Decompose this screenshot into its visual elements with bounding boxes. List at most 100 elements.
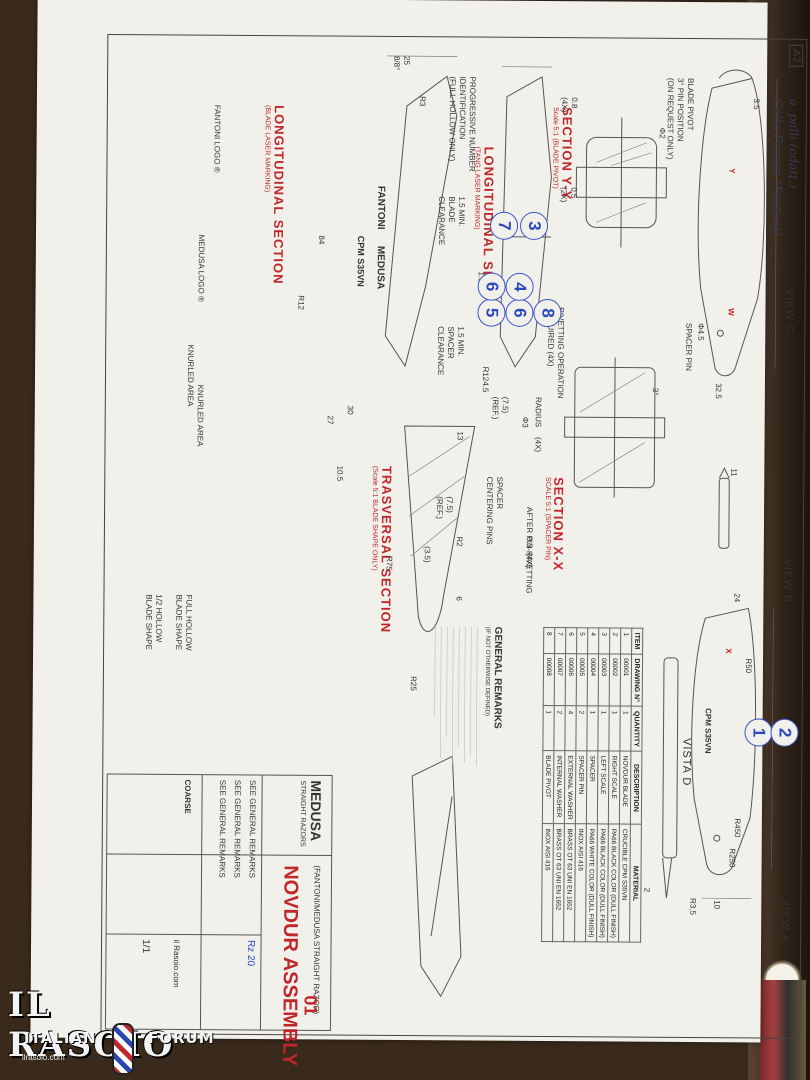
- dim-6: 6: [454, 596, 464, 601]
- note-centering-pins: CENTERING PINS: [484, 476, 495, 545]
- note-blade-shape: BLADE SHAPE: [174, 594, 184, 651]
- dim-3-5: 3.5: [751, 98, 761, 110]
- dim-2x: (2X): [559, 187, 569, 203]
- note-spacer-clearance-c: CLEARANCE: [436, 326, 446, 376]
- dim-151: 151: [767, 778, 777, 792]
- dim-r124-5: R124.5: [480, 366, 491, 393]
- dim-25: 25: [402, 56, 412, 65]
- title-block-tagline: STRAIGHT RAZORS: [298, 780, 307, 847]
- drawing-canvas: A2: [100, 33, 808, 1066]
- dim-r25: R25: [408, 676, 418, 691]
- dim-10: 10: [712, 900, 722, 910]
- note-on-request: (ON REQUEST ONLY): [665, 77, 676, 160]
- dim-173: 173: [771, 198, 781, 213]
- bom-cell: 6: [565, 627, 577, 654]
- note-knurled-1: KNURLED AREA: [185, 344, 196, 407]
- bubble-item-7: 7: [489, 211, 519, 240]
- bom-cell: 00005: [576, 653, 588, 707]
- handwritten-note-1: a. palli (adatt.): [786, 98, 801, 189]
- title-block-sheet: 1/1: [139, 939, 152, 954]
- bom-cell: 7: [554, 627, 566, 654]
- dim-ref-b: (REF.): [435, 496, 445, 519]
- title-block-see-remarks-3: SEE GENERAL REMARKS: [217, 779, 228, 878]
- dim-11: 11: [729, 468, 739, 477]
- dim-24: 24: [732, 593, 742, 603]
- note-knurled-2: KNURLED AREA: [195, 384, 205, 447]
- bubble-item-8: 8: [533, 298, 562, 328]
- dim-r250: R250: [727, 848, 737, 868]
- note-full-hollow-only: (FULL HOLLOW ONLY): [447, 76, 458, 162]
- title-block-company: MEDUSA: [307, 780, 325, 842]
- bubble-item-6a: 6: [505, 298, 534, 327]
- note-spacer-clearance-b: SPACER: [446, 326, 456, 359]
- mark-medusa: MEDUSA: [374, 245, 386, 290]
- bubble-item-2: 2: [770, 718, 799, 747]
- note-progressive: PROGRESSIVE NUMBER: [467, 76, 478, 172]
- dim-32-5: 32.5: [713, 383, 723, 399]
- bom-cell: 00004: [587, 653, 599, 707]
- view-b-tip: [718, 467, 730, 479]
- title-block-frame: [104, 773, 333, 1032]
- note-spacer-centering: SPACER: [495, 476, 505, 510]
- bom-cell: 1: [620, 628, 632, 654]
- line-drawing: [104, 55, 778, 1032]
- note-medusa-logo: MEDUSA LOGO ®: [196, 234, 206, 302]
- dim-r50: R50: [743, 658, 754, 674]
- trasversal-section-title: TRASVERSAL SECTION: [378, 465, 395, 634]
- bubble-item-4: 4: [505, 272, 534, 301]
- trasversal-section-outline: [404, 425, 476, 632]
- view-c-razor-outline: [697, 77, 765, 377]
- bom-header-row: ITEM DRAWING N° QUANTITY DESCRIPTION MAT…: [629, 628, 643, 943]
- bom-cell: 00006: [565, 653, 577, 707]
- note-blade-clearance-a: 1.5 MIN.: [457, 196, 467, 227]
- bom-cell: INTERNAL WASHER: [553, 750, 565, 824]
- vista-d-handle: [662, 657, 679, 859]
- bom-cell: 8: [543, 627, 555, 654]
- view-a-razor-outline: [691, 607, 757, 876]
- note-pin-position: 3° PIN POSITION: [675, 77, 686, 142]
- il-rasoio-watermark: IL RASOIO ITALIAN FORUM ilrasoio.com: [0, 985, 230, 1080]
- dim-r75: R75: [384, 555, 394, 571]
- note-blade-shape-2: BLADE SHAPE: [144, 594, 154, 650]
- general-remarks-lines: [434, 626, 478, 767]
- mark-y: Y: [727, 168, 737, 174]
- assembly-isometric: [411, 755, 462, 998]
- bom-cell: INOX AISI 416: [574, 824, 587, 943]
- bom-cell: 5: [576, 627, 588, 654]
- note-blade-clearance-c: CLEARANCE: [436, 196, 447, 246]
- dim-r3-5: R3.5: [688, 898, 698, 915]
- mark-fantoni: FANTONI: [375, 185, 387, 230]
- note-half-hollow: 1/2 HOLLOW: [154, 594, 164, 643]
- long-section-2-outline: [384, 75, 458, 368]
- label-view-b: VIEW B: [781, 558, 794, 604]
- bom-cell: PA66 BLACK COLOR (DULL FINISH): [596, 824, 609, 943]
- dim-r450: R450: [732, 818, 742, 838]
- long-section-2-title: LONGITUDINAL SECTION: [270, 105, 287, 285]
- view-b-razor: [718, 477, 730, 549]
- bom-header-description: DESCRIPTION: [630, 751, 642, 825]
- drawing-sheet: A2: [30, 0, 808, 1066]
- bom-cell: 00003: [598, 653, 610, 707]
- title-block-rev: 01: [300, 995, 321, 1016]
- dim-r3: R3: [417, 96, 427, 107]
- dim-27: 27: [325, 415, 335, 425]
- title-block-coarse: COARSE: [182, 779, 193, 814]
- bom-cell: 00002: [609, 653, 621, 707]
- watermark-right: FORUM: [148, 1029, 215, 1047]
- dim-30: 30: [345, 405, 355, 415]
- bom-cell: 1: [542, 705, 555, 751]
- bom-cell: 2: [609, 627, 621, 654]
- bom-cell: BRASS OT 63 UNI EN 1652: [563, 823, 576, 943]
- title-block-rz: Rz 20: [244, 939, 257, 967]
- bill-of-materials: ITEM DRAWING N° QUANTITY DESCRIPTION MAT…: [541, 627, 643, 943]
- bom-cell: CRUCIBLE CPM S35VN: [618, 824, 631, 943]
- view-c-pin: [716, 329, 724, 337]
- note-spacer-pin: SPACER PIN: [684, 322, 694, 371]
- title-block-subtitle: (FANTONI/MEDUSA STRAIGHT RAZOR): [311, 865, 322, 1015]
- bom-header-drawing: DRAWING N°: [631, 653, 643, 707]
